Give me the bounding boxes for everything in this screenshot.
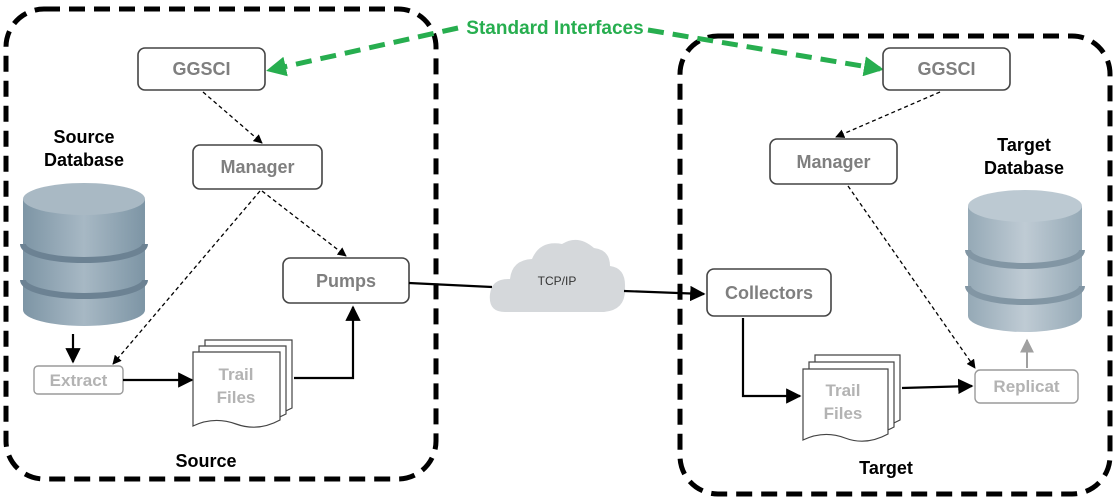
source-database-title-2: Database: [44, 150, 124, 170]
source-database-title: Source: [53, 127, 114, 147]
target-manager-to-replicat-connector: [847, 185, 976, 369]
manager-to-pumps-connector: [261, 190, 347, 257]
source-trail-label-2: Files: [217, 388, 256, 407]
target-replicat-label: Replicat: [993, 377, 1059, 396]
source-manager-node[interactable]: Manager: [192, 144, 323, 190]
source-pumps-node[interactable]: Pumps: [282, 257, 410, 304]
collectors-to-trail-connector: [741, 318, 802, 404]
target-region-title: Target: [859, 458, 913, 478]
source-ggsci-node[interactable]: GGSCI: [137, 47, 266, 91]
target-region: [677, 33, 1113, 497]
target-trail-label-1: Trail: [826, 381, 861, 400]
network-label: TCP/IP: [538, 274, 577, 288]
target-ggsci-to-manager-connector: [835, 91, 941, 138]
standard-interfaces-label: Standard Interfaces: [466, 18, 643, 39]
source-region: [3, 6, 439, 482]
ggsci-to-manager-connector: [202, 91, 263, 144]
pumps-to-cloud-connector: [408, 281, 493, 289]
target-database-title-2: Database: [984, 158, 1064, 178]
trail-to-replicat-connector: [901, 378, 974, 395]
interface-arrow-right: [647, 27, 884, 77]
source-manager-label: Manager: [220, 157, 294, 177]
source-region-title: Source: [175, 451, 236, 471]
source-pumps-label: Pumps: [316, 271, 376, 291]
target-database-title: Target: [997, 135, 1051, 155]
cloud-to-collectors-connector: [623, 285, 706, 302]
source-ggsci-label: GGSCI: [172, 59, 230, 79]
source-trail-files-icon: [192, 339, 293, 428]
cloud-icon: [489, 239, 626, 312]
source-trail-label-1: Trail: [219, 365, 254, 384]
trail-to-pumps-connector: [294, 305, 361, 380]
target-manager-label: Manager: [796, 152, 870, 172]
target-ggsci-label: GGSCI: [917, 59, 975, 79]
target-replicat-node[interactable]: Replicat: [974, 369, 1079, 404]
target-ggsci-node[interactable]: GGSCI: [882, 47, 1011, 91]
target-trail-files-icon: [802, 354, 901, 442]
target-collectors-label: Collectors: [725, 283, 813, 303]
target-collectors-node[interactable]: Collectors: [706, 268, 832, 317]
source-database-icon: [20, 183, 148, 326]
target-trail-label-2: Files: [824, 404, 863, 423]
source-extract-node[interactable]: Extract: [33, 365, 124, 395]
manager-to-extract-connector: [112, 190, 261, 365]
target-manager-node[interactable]: Manager: [769, 138, 898, 185]
source-extract-label: Extract: [50, 371, 108, 390]
interface-arrow-left: [266, 25, 459, 77]
target-database-icon: [965, 190, 1085, 332]
